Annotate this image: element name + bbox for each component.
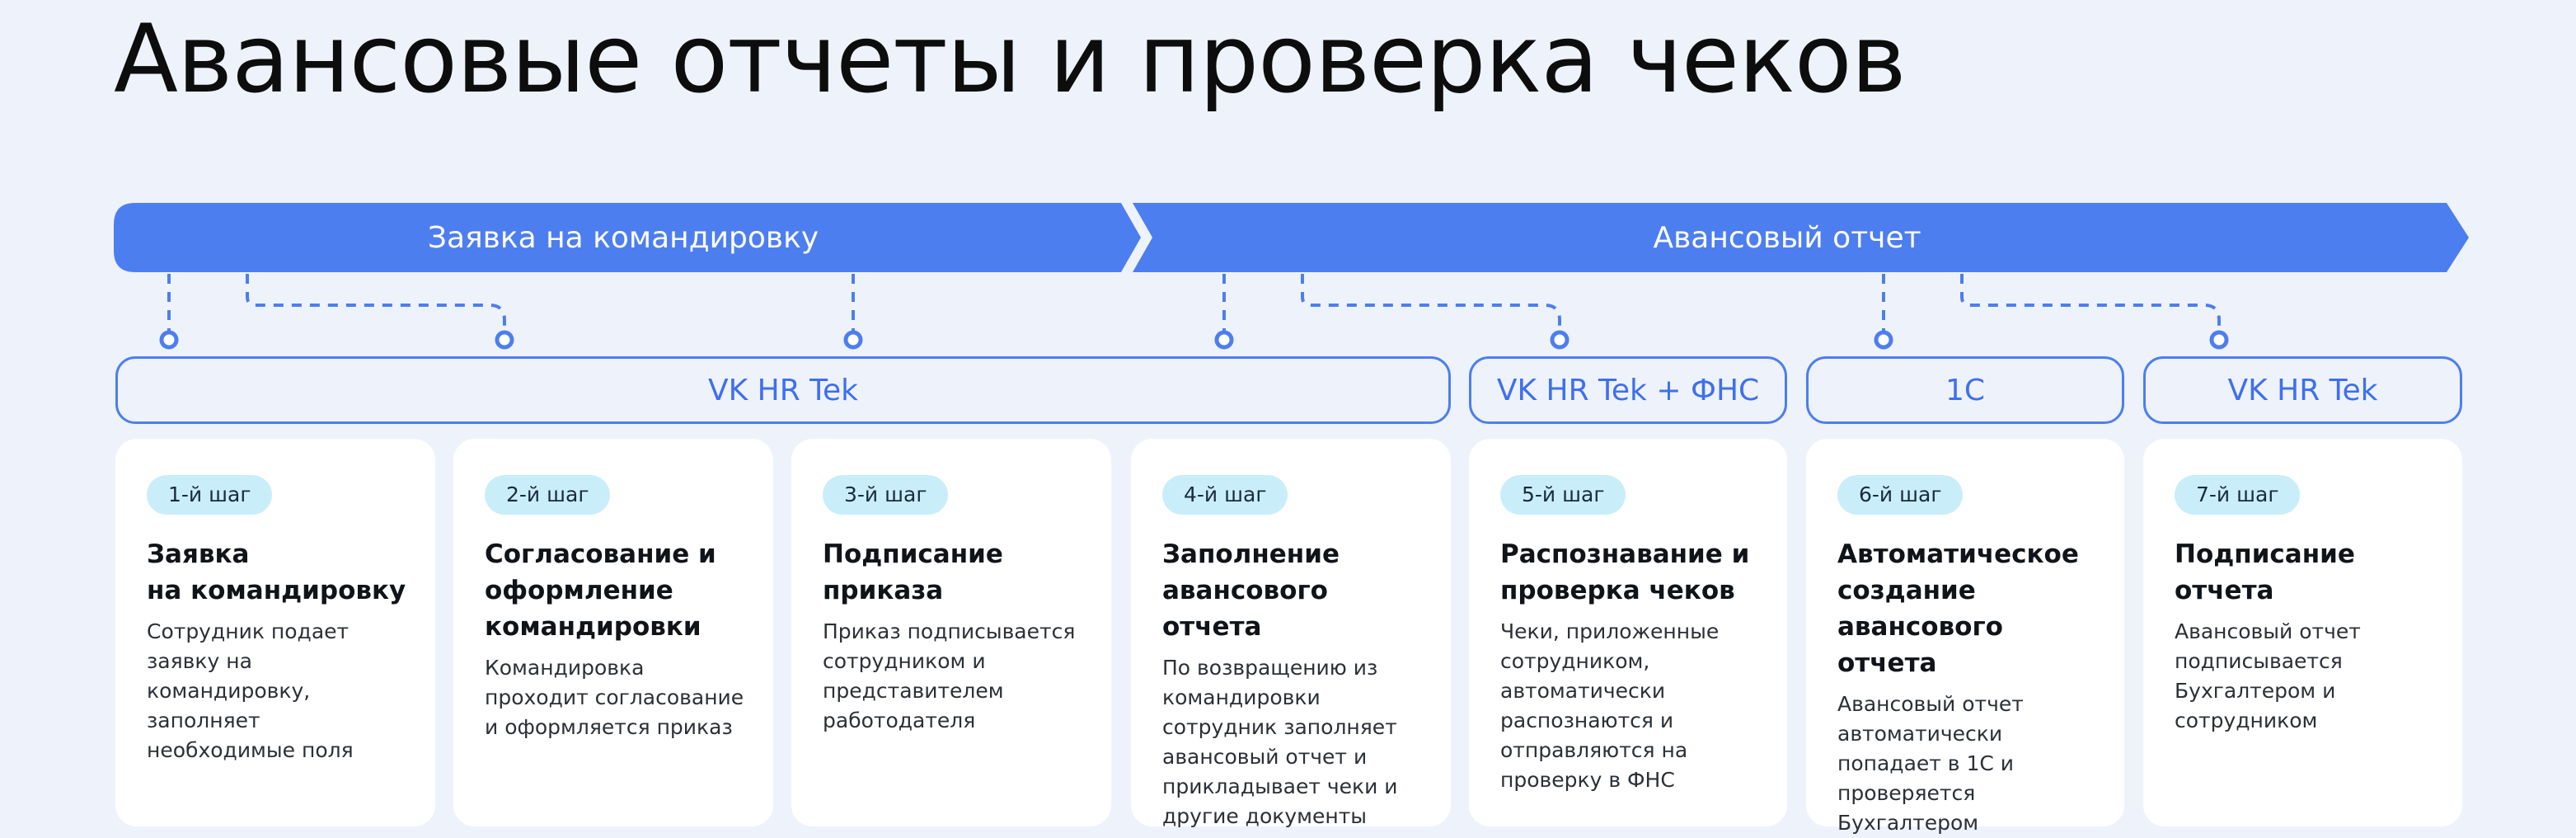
step-description: Авансовый отчет автоматически попадает в… bbox=[1837, 692, 2024, 835]
step-title: Заявка на командировку bbox=[147, 539, 406, 605]
step-card-1: 1-й шаг Заявка на командировку Сотрудник… bbox=[115, 439, 435, 826]
connector-dot-5 bbox=[1550, 330, 1570, 350]
step-title: Согласование и оформление командировки bbox=[485, 539, 716, 642]
connector-dot-2 bbox=[495, 330, 514, 350]
connector-dot-7 bbox=[2209, 330, 2229, 350]
step-description: Приказ подписывается сотрудником и предс… bbox=[823, 619, 1076, 732]
step-card-3: 3-й шаг Подписание приказа Приказ подпис… bbox=[791, 439, 1111, 826]
phase-label-trip-request: Заявка на командировку bbox=[427, 220, 819, 255]
step-description: Командировка проходит согласование и офо… bbox=[485, 656, 744, 739]
system-box-1c: 1С bbox=[1806, 356, 2124, 424]
connector-dot-4 bbox=[1214, 330, 1234, 350]
step-title: Заполнение авансового отчета bbox=[1162, 539, 1340, 642]
connector-dot-6 bbox=[1874, 330, 1893, 350]
step-title: Автоматическое создание авансового отчет… bbox=[1837, 539, 2079, 678]
connector-step-5 bbox=[1301, 274, 1561, 332]
connector-dot-1 bbox=[159, 330, 179, 350]
step-badge: 1-й шаг bbox=[147, 475, 273, 515]
connector-step-2 bbox=[246, 274, 506, 332]
phase-arrow-trip-request bbox=[114, 203, 1141, 272]
phase-arrow-advance-report bbox=[1133, 203, 2469, 272]
step-badge: 2-й шаг bbox=[485, 475, 611, 515]
step-badge: 3-й шаг bbox=[823, 475, 949, 515]
step-card-4: 4-й шаг Заполнение авансового отчета По … bbox=[1131, 439, 1451, 828]
step-card-7: 7-й шаг Подписание отчета Авансовый отче… bbox=[2143, 439, 2462, 826]
step-card-6: 6-й шаг Автоматическое создание авансово… bbox=[1806, 439, 2124, 835]
connector-dot-3 bbox=[843, 330, 863, 350]
step-description: Сотрудник подает заявку на командировку,… bbox=[147, 619, 354, 762]
page-title: Авансовые отчеты и проверка чеков bbox=[114, 4, 1907, 114]
step-title: Подписание отчета bbox=[2175, 539, 2355, 605]
step-description: По возвращению из командировки сотрудник… bbox=[1162, 656, 1398, 828]
phase-label-advance-report: Авансовый отчет bbox=[1653, 220, 1921, 255]
step-badge: 6-й шаг bbox=[1837, 475, 1964, 515]
system-box-vk-hr-tek-fns: VK HR Tek + ФНС bbox=[1469, 356, 1787, 424]
step-title: Подписание приказа bbox=[823, 539, 1003, 605]
step-badge: 7-й шаг bbox=[2175, 475, 2301, 515]
step-description: Чеки, приложенные сотрудником, автоматич… bbox=[1500, 619, 1720, 792]
connector-step-7 bbox=[1960, 274, 2221, 332]
step-card-2: 2-й шаг Согласование и оформление команд… bbox=[453, 439, 773, 826]
step-badge: 4-й шаг bbox=[1162, 475, 1288, 515]
step-badge: 5-й шаг bbox=[1500, 475, 1626, 515]
system-box-vk-hr-tek-signing: VK HR Tek bbox=[2143, 356, 2462, 424]
step-title: Распознавание и проверка чеков bbox=[1500, 539, 1750, 605]
step-description: Авансовый отчет подписывается Бухгалтеро… bbox=[2175, 619, 2361, 732]
system-box-vk-hr-tek: VK HR Tek bbox=[115, 356, 1451, 424]
step-card-5: 5-й шаг Распознавание и проверка чеков Ч… bbox=[1469, 439, 1787, 826]
